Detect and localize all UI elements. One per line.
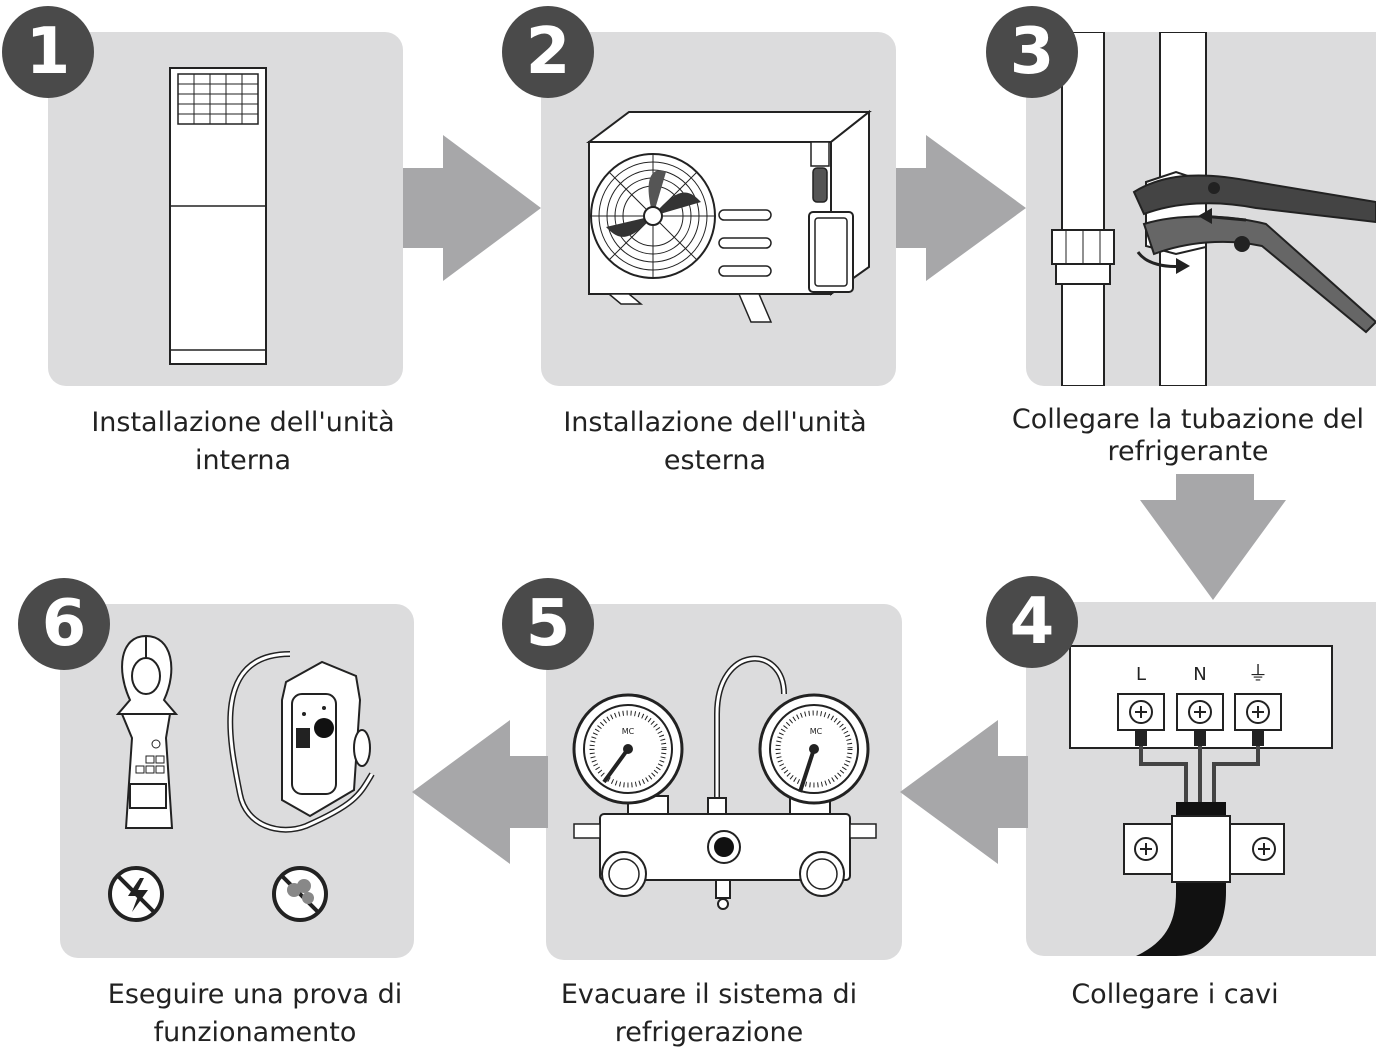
step-3-caption: Collegare la tubazione del refrigerante — [1000, 404, 1376, 468]
test-instruments-icon — [108, 634, 375, 922]
step-2-badge: 2 — [502, 6, 594, 98]
step-6-caption: Eseguire una prova di funzionamento — [60, 976, 450, 1052]
step-1-caption-line2: interna — [194, 445, 292, 476]
arrow-left-icon — [412, 720, 548, 864]
step-4-badge: 4 — [986, 576, 1078, 668]
step-4-caption: Collegare i cavi — [1000, 976, 1350, 1014]
terminal-label-l: L — [1136, 664, 1146, 685]
step-3-panel — [1026, 32, 1376, 386]
step-6-panel — [60, 604, 414, 958]
step-5-caption: Evacuare il sistema di refrigerazione — [514, 976, 904, 1052]
terminal-label-ground: ⏚ — [1248, 661, 1268, 685]
terminal-label-n: N — [1193, 664, 1206, 685]
step-2-panel — [541, 32, 896, 386]
step-4-caption-line1: Collegare i cavi — [1071, 979, 1279, 1010]
terminal-block-icon: L N ⏚ — [1069, 645, 1333, 956]
step-1-panel — [48, 32, 403, 386]
step-6-caption-line2: funzionamento — [153, 1017, 357, 1048]
gauge-label-left: MC — [622, 727, 635, 736]
outdoor-unit-icon — [586, 109, 872, 323]
step-2-caption-line2: esterna — [663, 445, 767, 476]
step-5-panel: MC MC — [546, 604, 902, 960]
arrow-right-icon — [896, 135, 1026, 281]
arrow-left-icon — [900, 720, 1028, 864]
step-4-panel: L N ⏚ — [1026, 602, 1376, 956]
gauge-label-right: MC — [810, 727, 823, 736]
step-2-caption: Installazione dell'unità esterna — [520, 404, 910, 480]
pipe-wrench-icon — [1051, 32, 1376, 386]
step-1-caption: Installazione dell'unità interna — [48, 404, 438, 480]
step-6-badge: 6 — [18, 578, 110, 670]
step-3-caption-line1: Collegare la tubazione del — [1011, 404, 1365, 435]
step-6-caption-line1: Eseguire una prova di — [107, 979, 403, 1010]
step-5-badge: 5 — [502, 578, 594, 670]
step-3-badge: 3 — [986, 6, 1078, 98]
arrow-right-icon — [403, 135, 541, 281]
step-5-caption-line1: Evacuare il sistema di — [560, 979, 858, 1010]
manifold-gauge-icon: MC MC — [572, 655, 877, 910]
indoor-floor-unit-icon — [169, 67, 267, 365]
step-3-caption-line2: refrigerante — [1107, 436, 1269, 467]
step-5-caption-line2: refrigerazione — [614, 1017, 804, 1048]
step-1-badge: 1 — [2, 6, 94, 98]
step-1-caption-line1: Installazione dell'unità — [91, 407, 395, 438]
step-2-caption-line1: Installazione dell'unità — [563, 407, 867, 438]
arrow-down-icon — [1140, 474, 1286, 600]
